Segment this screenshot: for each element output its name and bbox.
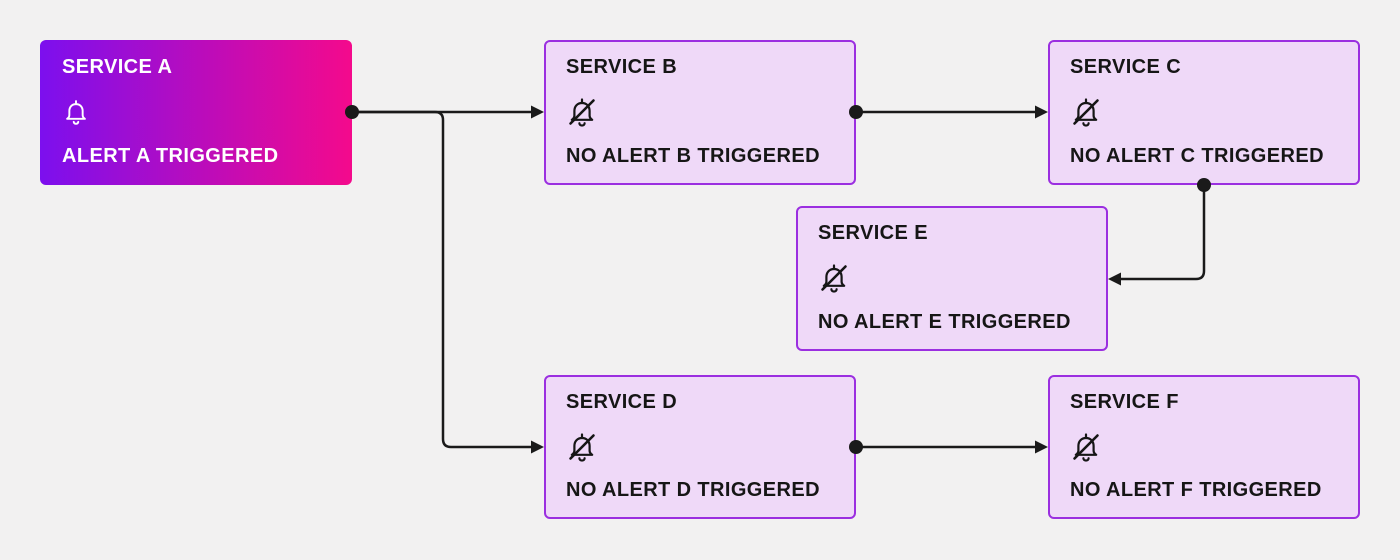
bell-off-icon	[1070, 96, 1338, 128]
edge-c-to-e	[1108, 185, 1206, 286]
node-title: SERVICE B	[566, 56, 678, 78]
node-title: SERVICE F	[1070, 391, 1179, 413]
edge-a-to-b	[352, 105, 544, 119]
node-status: NO ALERT E TRIGGERED	[818, 311, 1071, 333]
node-service-d: SERVICE D NO ALERT D TRIGGERED	[544, 375, 856, 519]
edge-a-to-d	[352, 110, 544, 454]
edge-b-to-c	[856, 105, 1048, 119]
node-status: NO ALERT F TRIGGERED	[1070, 479, 1322, 501]
node-service-e: SERVICE E NO ALERT E TRIGGERED	[796, 206, 1108, 351]
bell-off-icon	[818, 262, 1086, 294]
node-status: NO ALERT D TRIGGERED	[566, 479, 820, 501]
node-service-a: SERVICE A ALERT A TRIGGERED	[40, 40, 352, 185]
node-title: SERVICE C	[1070, 56, 1182, 78]
node-title: SERVICE A	[62, 56, 173, 78]
node-title: SERVICE D	[566, 391, 678, 413]
node-service-c: SERVICE C NO ALERT C TRIGGERED	[1048, 40, 1360, 185]
node-service-f: SERVICE F NO ALERT F TRIGGERED	[1048, 375, 1360, 519]
edge-d-to-f	[856, 440, 1048, 454]
bell-off-icon	[566, 96, 834, 128]
node-status: NO ALERT C TRIGGERED	[1070, 145, 1324, 167]
node-service-b: SERVICE B NO ALERT B TRIGGERED	[544, 40, 856, 185]
bell-off-icon	[1070, 431, 1338, 463]
node-status: ALERT A TRIGGERED	[62, 145, 279, 167]
node-title: SERVICE E	[818, 222, 928, 244]
bell-icon	[62, 96, 330, 128]
bell-off-icon	[566, 431, 834, 463]
node-status: NO ALERT B TRIGGERED	[566, 145, 820, 167]
